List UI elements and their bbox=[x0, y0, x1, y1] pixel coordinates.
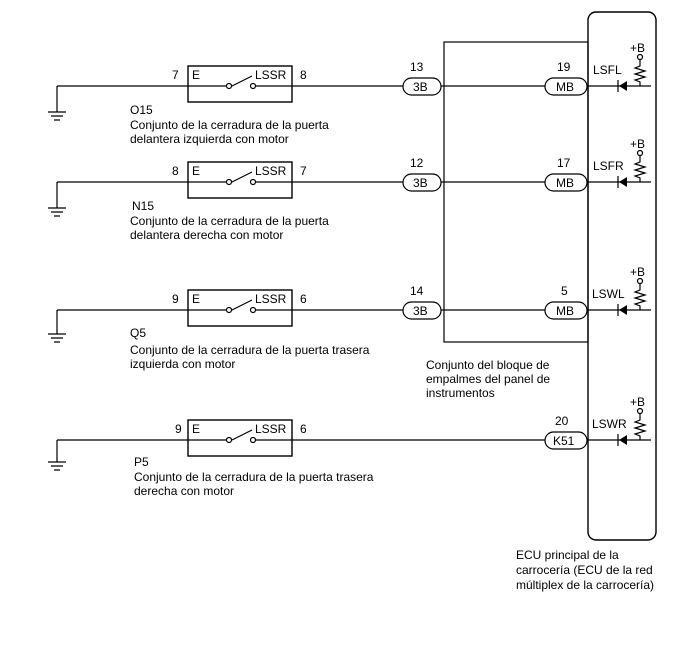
ground-symbol-3 bbox=[48, 333, 66, 343]
label-lssr: LSSR bbox=[255, 164, 287, 178]
label-e: E bbox=[192, 292, 200, 306]
ecu-signal: LSFL bbox=[593, 63, 622, 77]
ecu-pin: 19 bbox=[557, 60, 571, 74]
ground-symbol-4 bbox=[48, 461, 66, 471]
diode-icon bbox=[619, 435, 627, 445]
ecu-pin: 17 bbox=[557, 156, 571, 170]
supply-label: +B bbox=[630, 265, 645, 279]
switch-name-line-2: izquierda con motor bbox=[130, 357, 235, 371]
switch-name-line-1: Conjunto de la cerradura de la puerta bbox=[130, 118, 329, 132]
ground-symbol-2 bbox=[48, 207, 66, 217]
switch-contact-1 bbox=[188, 75, 292, 87]
label-lssr: LSSR bbox=[255, 292, 287, 306]
diode-icon bbox=[619, 305, 627, 315]
switch-name-line-1: Conjunto de la cerradura de la puerta tr… bbox=[130, 343, 370, 357]
pin-left: 7 bbox=[172, 68, 179, 82]
jb-code: 3B bbox=[413, 304, 428, 318]
diode-icon bbox=[619, 81, 627, 91]
ecu-code: MB bbox=[556, 176, 574, 190]
connector-3b-3 bbox=[402, 301, 442, 320]
switch-box-n15 bbox=[187, 161, 293, 199]
pin-left: 9 bbox=[175, 422, 182, 436]
switch-box-o15 bbox=[187, 65, 293, 103]
switch-name-line-2: derecha con motor bbox=[134, 484, 234, 498]
jb-pin: 14 bbox=[410, 284, 424, 298]
pin-left: 9 bbox=[172, 292, 179, 306]
supply-label: +B bbox=[630, 41, 645, 55]
switch-ref: P5 bbox=[134, 455, 149, 469]
resistor-icon bbox=[632, 284, 648, 310]
ecu-signal: LSFR bbox=[593, 159, 624, 173]
ground-symbol-1 bbox=[48, 111, 66, 121]
circuit-row-1: 7 E LSSR 8 13 3B 19 MB LSFL +B O15 Conju… bbox=[48, 41, 651, 146]
ecu-name-line-2: carrocería (ECU de la red bbox=[516, 563, 653, 577]
jb-code: 3B bbox=[413, 80, 428, 94]
circuit-row-4: 9 E LSSR 6 20 K51 LSWR +B P5 Conjunto de… bbox=[48, 395, 651, 498]
label-lssr: LSSR bbox=[255, 68, 287, 82]
connector-mb-19 bbox=[544, 77, 588, 96]
ecu-pin: 20 bbox=[555, 414, 569, 428]
label-e: E bbox=[192, 164, 200, 178]
jb-pin: 12 bbox=[410, 156, 424, 170]
ecu-code: MB bbox=[556, 304, 574, 318]
switch-ref: N15 bbox=[132, 199, 154, 213]
label-e: E bbox=[192, 422, 200, 436]
pin-right: 6 bbox=[300, 422, 307, 436]
ecu-pin: 5 bbox=[561, 284, 568, 298]
connector-mb-5 bbox=[544, 301, 588, 320]
switch-ref: O15 bbox=[130, 103, 153, 117]
switch-name-line-2: delantera izquierda con motor bbox=[130, 132, 289, 146]
connector-3b-2 bbox=[402, 173, 442, 192]
switch-name-line-2: delantera derecha con motor bbox=[130, 228, 283, 242]
connector-k51-20 bbox=[544, 431, 588, 450]
switch-name-line-1: Conjunto de la cerradura de la puerta bbox=[130, 214, 329, 228]
ecu-signal: LSWR bbox=[592, 417, 627, 431]
pin-right: 7 bbox=[300, 164, 307, 178]
resistor-icon bbox=[632, 156, 648, 182]
switch-name-line-1: Conjunto de la cerradura de la puerta tr… bbox=[134, 470, 374, 484]
jb-name-line-1: Conjunto del bloque de bbox=[426, 358, 550, 372]
supply-label: +B bbox=[630, 137, 645, 151]
ecu-outline bbox=[587, 11, 657, 541]
supply-label: +B bbox=[630, 395, 645, 409]
resistor-icon bbox=[632, 60, 648, 86]
ecu-code: K51 bbox=[553, 434, 575, 448]
label-e: E bbox=[192, 68, 200, 82]
ecu-code: MB bbox=[556, 80, 574, 94]
jb-name-line-2: empalmes del panel de bbox=[426, 372, 550, 386]
ecu-signal: LSWL bbox=[592, 287, 625, 301]
pin-left: 8 bbox=[172, 164, 179, 178]
pin-right: 6 bbox=[300, 292, 307, 306]
junction-block-outline bbox=[443, 41, 589, 343]
diode-icon bbox=[619, 177, 627, 187]
label-lssr: LSSR bbox=[255, 422, 287, 436]
jb-code: 3B bbox=[413, 176, 428, 190]
jb-pin: 13 bbox=[410, 60, 424, 74]
ecu-name-line-1: ECU principal de la bbox=[516, 548, 619, 562]
resistor-icon bbox=[632, 414, 648, 440]
pin-right: 8 bbox=[300, 68, 307, 82]
switch-box-p5 bbox=[187, 419, 293, 457]
connector-3b-1 bbox=[402, 77, 442, 96]
circuit-row-2: 8 E LSSR 7 12 3B 17 MB LSFR +B N15 Conju… bbox=[48, 137, 651, 242]
circuit-row-3: 9 E LSSR 6 14 3B 5 MB LSWL +B Q5 Conjunt… bbox=[48, 265, 651, 371]
jb-name-line-3: instrumentos bbox=[426, 386, 495, 400]
switch-box-q5 bbox=[187, 289, 293, 327]
switch-ref: Q5 bbox=[130, 326, 146, 340]
ecu-name-line-3: múltiplex de la carrocería) bbox=[516, 578, 654, 592]
connector-mb-17 bbox=[544, 173, 588, 192]
